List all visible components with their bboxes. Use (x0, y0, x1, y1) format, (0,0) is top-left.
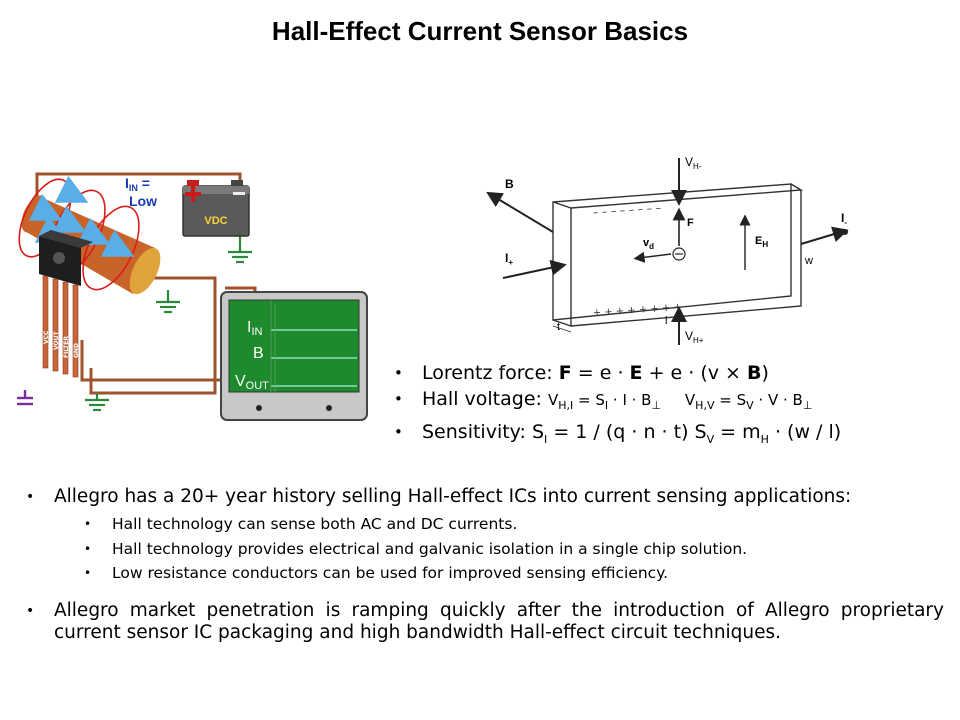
pin-label-vout: VOUT (53, 330, 60, 350)
oscilloscope: IIN B VOUT (220, 291, 368, 421)
drift-velocity-arrow (633, 251, 672, 263)
hall-sensor-ic: VCC VOUT FILTER GND (39, 230, 93, 378)
pin-label-gnd: GND (73, 343, 80, 358)
ground-icon (228, 236, 252, 264)
pin-label-filter: FILTER (63, 336, 70, 358)
ground-icon (85, 393, 109, 412)
lorentz-force-equation: Lorentz force: F = e · E + e · (v × B) (392, 360, 841, 386)
hall-voltage-equation: Hall voltage: VH,I = SI · I · B⊥ VH,V = … (392, 386, 841, 419)
bullet-history: Allegro has a 20+ year history selling H… (24, 486, 944, 508)
current-out-arrow (800, 226, 849, 245)
battery-icon: VDC (182, 180, 250, 237)
sub-bullet-isolation: Hall technology provides electrical and … (24, 537, 944, 562)
sub-bullet-list: Hall technology can sense both AC and DC… (24, 512, 944, 586)
b-field-label: B (505, 177, 514, 191)
current-flow-arrows (28, 175, 135, 257)
length-label: l (665, 315, 667, 327)
scope-b-label: B (253, 345, 264, 362)
negative-charges: – – – – – – – – (592, 201, 661, 219)
force-label: F (687, 217, 694, 229)
b-field-arrow (486, 191, 554, 233)
sub-bullet-ac-dc: Hall technology can sense both AC and DC… (24, 512, 944, 537)
battery-label: VDC (204, 215, 227, 227)
slide-title: Hall-Effect Current Sensor Basics (271, 16, 689, 46)
supply-symbol-icon (17, 390, 33, 406)
hall-bar-box (552, 183, 804, 327)
current-out-label: I- (841, 211, 847, 227)
scope-iin-label: IIN (247, 319, 263, 338)
width-label: w (804, 255, 813, 267)
scope-vout-label: VOUT (235, 373, 269, 392)
hall-field-label: EH (755, 235, 768, 249)
current-in-label: I+ (505, 251, 513, 267)
thickness-label: t (557, 321, 560, 333)
current-in-arrow (502, 259, 567, 279)
drift-velocity-label: vd (643, 237, 654, 251)
current-label: IIN = (125, 175, 150, 193)
body-bullets: Allegro has a 20+ year history selling H… (24, 486, 944, 644)
vh-minus-label: VH- (685, 155, 702, 171)
bullet-market-penetration: Allegro market penetration is ramping qu… (24, 600, 944, 644)
ground-icon (156, 290, 180, 314)
pin-label-vcc: VCC (43, 330, 50, 344)
sensitivity-equation: Sensitivity: SI = 1 / (q · n · t) SV = m… (392, 419, 841, 453)
vh-plus-label: VH+ (685, 329, 704, 345)
current-sensor-circuit-diagram: VCC VOUT FILTER GND IIN = Low VDC IIN B … (17, 172, 368, 421)
sub-bullet-low-resistance: Low resistance conductors can be used fo… (24, 561, 944, 586)
hall-effect-bar-diagram: B VH- VH+ I+ I- – – – – – – – – + + + + … (486, 155, 849, 345)
equations-list: Lorentz force: F = e · E + e · (v × B) H… (392, 360, 841, 453)
current-value-label: Low (129, 193, 157, 209)
